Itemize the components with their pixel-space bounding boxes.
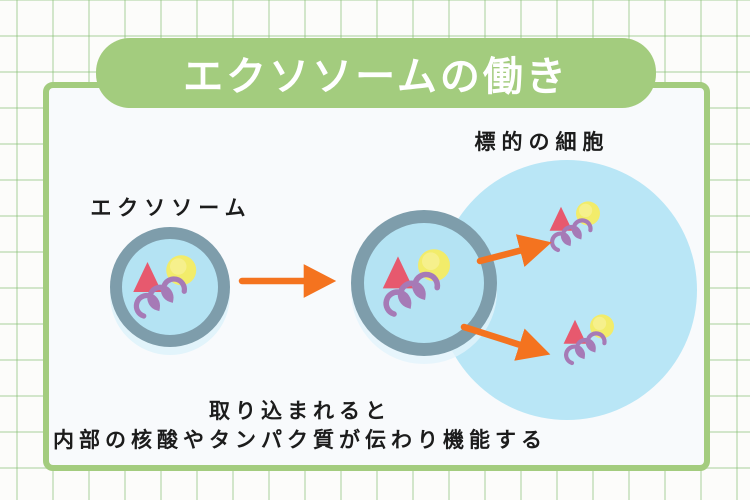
exosome-cargo-icon <box>382 249 450 317</box>
yellow-protein-highlight <box>579 203 593 217</box>
caption-line-1: 取り込まれると <box>209 400 391 423</box>
title-banner: エクソソームの働き <box>96 38 656 108</box>
triangle-protein-icon <box>133 262 162 292</box>
page-title: エクソソームの働き <box>183 55 569 99</box>
triangle-protein-icon <box>549 206 573 231</box>
yellow-protein-highlight <box>422 252 440 270</box>
nucleic-acid-coil-icon <box>133 276 187 319</box>
yellow-protein-highlight <box>593 316 607 330</box>
released-cargo-icon <box>549 201 600 253</box>
nucleic-acid-coil-icon <box>550 218 593 253</box>
exosome-cargo-icon <box>133 255 197 319</box>
triangle-protein-icon <box>563 319 587 344</box>
target-cell-label: 標的の細胞 <box>474 131 610 154</box>
caption-text: 取り込まれると 内部の核酸やタンパク質が伝わり機能する <box>20 397 580 455</box>
nucleic-acid-coil-icon <box>383 271 441 317</box>
exosome-label: エクソソーム <box>90 197 252 220</box>
caption-line-2: 内部の核酸やタンパク質が伝わり機能する <box>53 429 547 452</box>
released-cargo-icon <box>563 314 614 366</box>
triangle-protein-icon <box>382 256 414 289</box>
nucleic-acid-coil-icon <box>564 331 607 366</box>
yellow-protein-highlight <box>170 258 187 275</box>
